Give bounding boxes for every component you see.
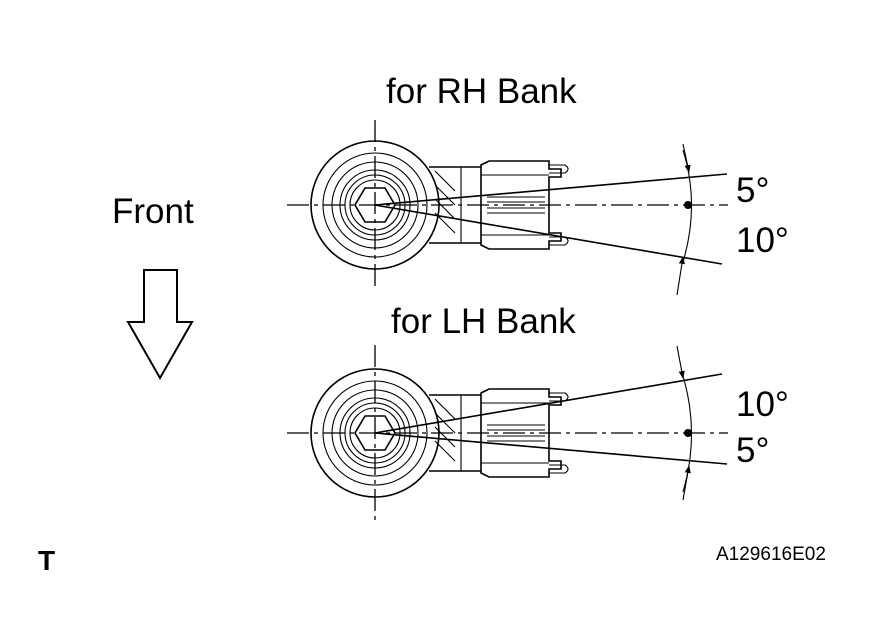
front-label: Front bbox=[112, 192, 194, 231]
lh-sensor bbox=[287, 345, 728, 520]
corner-mark: T bbox=[38, 545, 55, 576]
rh-lower-angle-line bbox=[374, 204, 723, 265]
lh-lower-angle: 5° bbox=[736, 431, 769, 470]
rh-lower-arrow bbox=[676, 256, 685, 296]
lh-upper-arrow bbox=[676, 345, 685, 379]
lh-lower-arrow bbox=[682, 465, 691, 501]
lh-lower-angle-line bbox=[374, 432, 728, 465]
lh-upper-angle: 10° bbox=[736, 385, 789, 424]
lh-pivot-dot bbox=[684, 429, 692, 437]
rh-upper-angle-line bbox=[374, 173, 728, 206]
rh-upper-angle: 5° bbox=[736, 171, 769, 210]
rh-lower-angle: 10° bbox=[736, 221, 789, 260]
lh-bank-title: for LH Bank bbox=[391, 302, 576, 341]
rh-bank-title: for RH Bank bbox=[386, 72, 577, 111]
rh-pivot-dot bbox=[684, 201, 692, 209]
figure-id: A129616E02 bbox=[716, 544, 826, 565]
front-direction-arrow bbox=[126, 269, 194, 381]
rh-upper-arrow bbox=[682, 143, 691, 173]
lh-upper-angle-line bbox=[374, 373, 723, 434]
rh-sensor bbox=[287, 120, 728, 296]
